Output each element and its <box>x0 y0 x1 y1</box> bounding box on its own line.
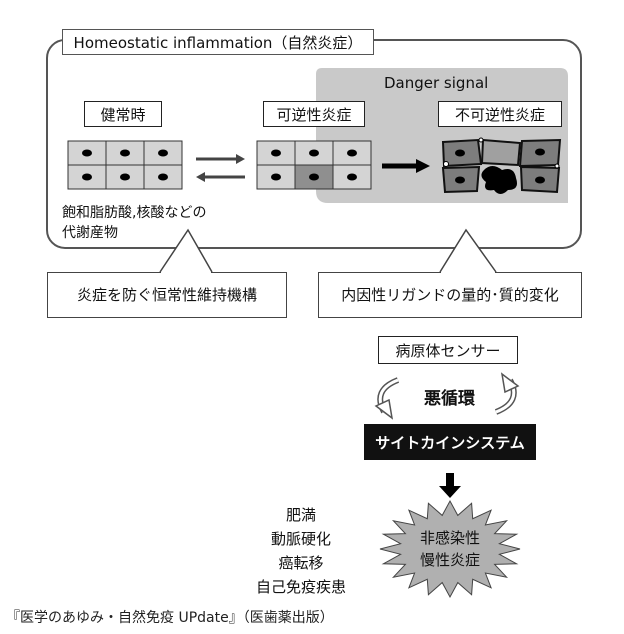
metabolites-line-2: 代謝産物 <box>62 225 118 241</box>
reversible-arrows <box>196 154 245 182</box>
chronic-line-1: 非感染性 <box>419 529 480 547</box>
right-callout: 内因性リガンドの量的･質的変化 <box>318 272 582 318</box>
disease-item: 癌転移 <box>278 554 324 572</box>
state-label-normal: 健常時 <box>84 101 162 127</box>
disease-item: 肥満 <box>285 506 316 524</box>
right-callout-top-left <box>318 272 441 273</box>
vicious-cycle-arrows <box>374 372 520 420</box>
homeostatic-title: Homeostatic inflammation（自然炎症） <box>62 29 374 55</box>
left-callout: 炎症を防ぐ恒常性維持機構 <box>47 272 287 318</box>
right-callout-tail <box>439 228 497 273</box>
progression-arrow <box>382 159 430 173</box>
irreversible-cell-cluster <box>441 137 562 194</box>
metabolites-text: 飽和脂肪酸,核酸などの 代謝産物 <box>62 203 206 243</box>
state-label-irreversible: 不可逆性炎症 <box>438 101 562 127</box>
cytokine-system-box: サイトカインシステム <box>364 424 536 460</box>
citation: 『医学のあゆみ・自然免疫 UPdate』（医歯薬出版） <box>6 610 334 626</box>
cytokine-system-label: サイトカインシステム <box>375 433 525 452</box>
danger-signal-label: Danger signal <box>384 74 489 92</box>
disease-item: 自己免疫疾患 <box>255 578 346 596</box>
reversible-cell-cluster <box>256 140 372 190</box>
metabolites-line-1: 飽和脂肪酸,核酸などの <box>62 205 207 221</box>
right-callout-top-right <box>495 272 582 273</box>
disease-list: 肥満 動脈硬化 癌転移 自己免疫疾患 <box>246 503 356 599</box>
left-callout-top-left <box>47 272 161 273</box>
right-callout-text: 内因性リガンドの量的･質的変化 <box>341 286 559 304</box>
left-callout-tail <box>159 228 213 273</box>
chronic-inflammation-burst <box>379 499 521 599</box>
chronic-line-2: 慢性炎症 <box>419 551 480 569</box>
left-callout-top-right <box>211 272 287 273</box>
left-callout-text: 炎症を防ぐ恒常性維持機構 <box>76 286 257 304</box>
normal-cell-cluster <box>67 140 183 190</box>
state-label-reversible: 可逆性炎症 <box>263 101 365 127</box>
chronic-inflammation-text: 非感染性 慢性炎症 <box>400 527 500 571</box>
disease-item: 動脈硬化 <box>270 530 331 548</box>
down-arrow <box>439 473 461 498</box>
pathogen-sensor-box: 病原体センサー <box>378 336 518 364</box>
vicious-cycle-label: 悪循環 <box>424 389 475 409</box>
